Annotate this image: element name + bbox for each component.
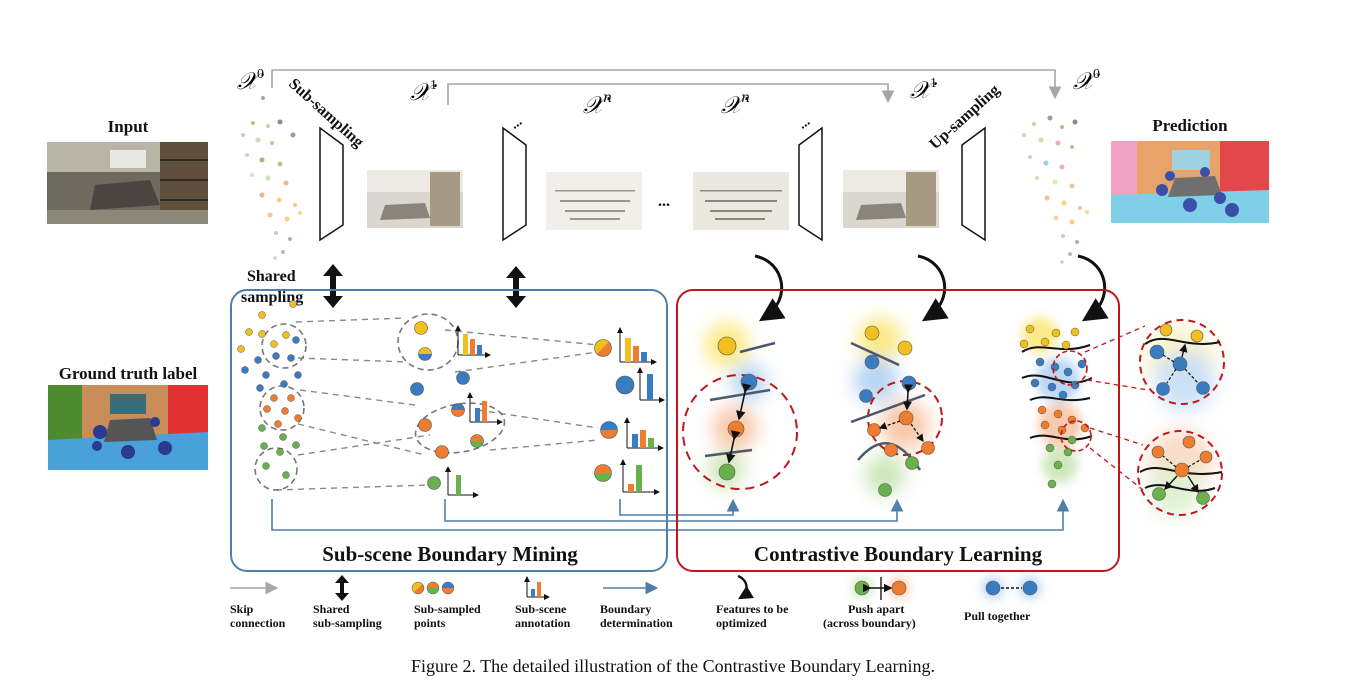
skip-connections [271,69,1062,105]
svg-text:1: 1 [430,78,437,93]
mining-title: Sub-scene Boundary Mining [322,542,578,566]
zoom-circle-bottom [1137,430,1223,516]
learning-title: Contrastive Boundary Learning [754,542,1043,566]
svg-text:Shared: Shared [313,602,350,616]
prediction-label: Prediction [1152,116,1228,135]
learning-box [676,289,1120,572]
shared-label: Shared [247,268,296,285]
legend-item-skip-connection: Skip connection [230,581,286,630]
prediction-image [1111,141,1269,223]
shared-sampling-arrow-2 [506,266,526,308]
cbl-panel-3 [1019,317,1093,489]
svg-text:n: n [741,90,750,106]
cbl-panel-2 [850,318,943,497]
legend-item-shared-sub-sampling: Shared sub-sampling [313,575,382,630]
svg-text:optimized: optimized [716,616,767,630]
input-point-cloud [241,96,302,260]
xn-label-right: 𝒳 n [721,90,750,119]
x0-label-left: 𝒳 0 [237,67,265,95]
decoder-layer-2 [961,126,986,242]
legend-item-pull-together: Pull together [964,577,1041,623]
input-label: Input [108,117,149,136]
svg-text:0: 0 [257,67,264,82]
xn-label-left: 𝒳 n [583,90,612,119]
sub-sampling-label: Sub-sampling [285,75,366,151]
scene-thumb-4 [843,170,939,228]
svg-text:Sub-scene: Sub-scene [515,602,567,616]
mini-bar-chart-7 [620,459,660,495]
svg-text:Push apart: Push apart [848,602,904,616]
encoder-layer-2 [502,126,527,242]
scene-thumb-3 [693,172,789,230]
mining-subsampled-points [410,321,484,490]
ellipsis-mid: ... [658,193,670,210]
ellipsis-enc: ... [508,114,525,132]
zoom-circle-top [1139,319,1225,410]
mini-bar-chart-4 [617,327,657,365]
zoom-connectors [1084,325,1149,491]
mini-bar-chart-1 [455,325,491,358]
ground-truth-image [48,385,208,470]
feature-curve-arrows [754,254,1109,322]
figure-caption: Figure 2. The detailed illustration of t… [410,656,936,676]
svg-text:sub-sampling: sub-sampling [313,616,382,630]
mini-bar-chart-2 [467,392,503,425]
mining-level2-points [594,339,635,482]
decoder-layer-1 [798,126,823,242]
legend-item-features-optimized: Features to be optimized [716,574,789,630]
scene-thumb-2 [546,172,642,230]
svg-text:Pull together: Pull together [964,609,1031,623]
mining-connectors [275,317,599,491]
svg-text:(across boundary): (across boundary) [823,616,916,630]
svg-text:1: 1 [930,76,937,91]
output-point-cloud [1022,115,1089,264]
input-image [47,142,208,224]
legend: Skip connection Shared sub-sampling Sub-… [230,574,1041,630]
legend-item-sub-scene-annotation: Sub-scene annotation [515,576,571,630]
cbl-panel-1 [682,323,798,490]
x1-label-left: 𝒳 1 [410,78,438,106]
svg-text:0: 0 [1093,67,1100,82]
svg-text:n: n [603,90,612,106]
svg-text:points: points [414,616,446,630]
legend-item-push-apart: Push apart (across boundary) [823,577,916,630]
svg-text:Boundary: Boundary [600,602,651,616]
x0-label-right: 𝒳 0 [1073,67,1101,95]
svg-text:connection: connection [230,616,286,630]
ellipsis-dec: ... [796,114,813,132]
svg-text:annotation: annotation [515,616,571,630]
mining-raw-points [237,300,302,479]
svg-text:Sub-sampled: Sub-sampled [414,602,481,616]
mining-box [230,289,668,572]
mini-bar-chart-5 [637,367,665,403]
mini-bar-chart-3 [445,466,479,498]
mining-circles [254,313,506,491]
legend-item-sub-sampled-points: Sub-sampled points [411,581,481,630]
x1-label-right: 𝒳 1 [910,76,938,104]
svg-text:Features to be: Features to be [716,602,789,616]
ground-truth-label: Ground truth label [59,364,198,383]
legend-item-boundary-determination: Boundary determination [600,581,673,630]
scene-thumb-1 [367,170,463,228]
svg-text:determination: determination [600,616,673,630]
encoder-layer-1 [319,126,344,242]
shared-sampling-arrow-1 [323,264,343,308]
sampling-label: sampling [241,289,303,306]
mini-bar-chart-6 [624,417,664,451]
svg-text:Skip: Skip [230,602,254,616]
